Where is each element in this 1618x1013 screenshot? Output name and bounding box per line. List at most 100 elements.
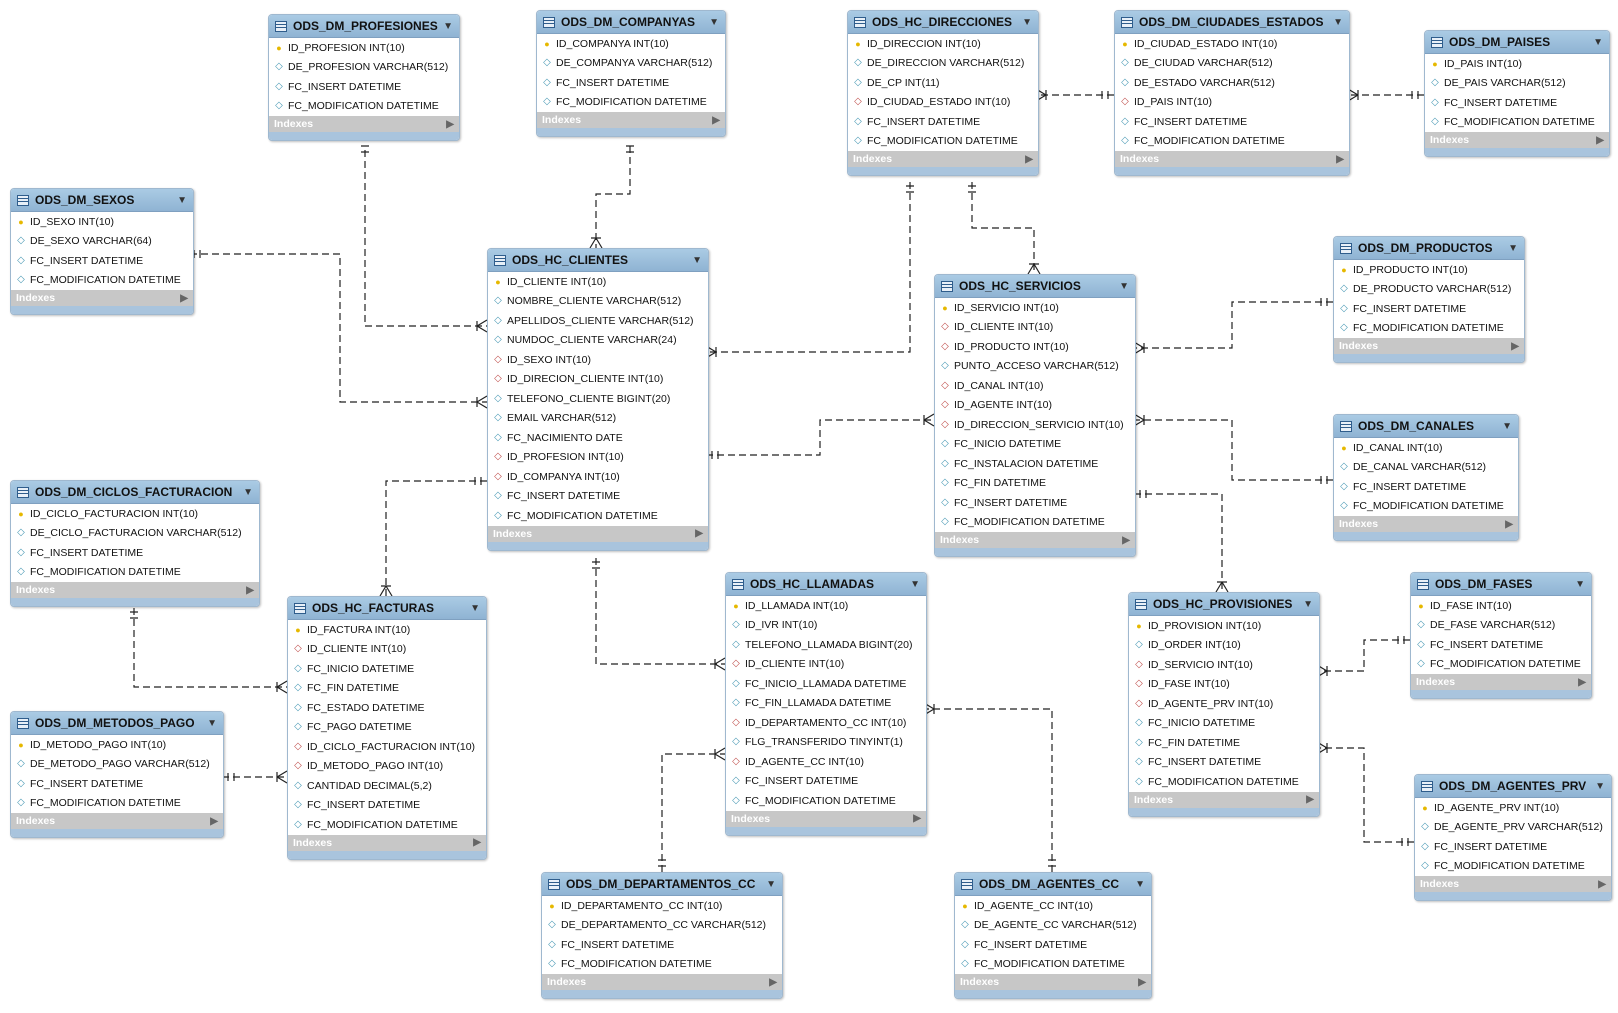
column-row[interactable]: ◇FC_INICIO_LLAMADA DATETIME [726,674,926,694]
triangle-right-icon[interactable]: ▶ [246,584,254,596]
column-row[interactable]: ◇ID_AGENTE_CC INT(10) [726,752,926,772]
column-row[interactable]: ◇FLG_TRANSFERIDO TINYINT(1) [726,733,926,753]
indexes-bar[interactable]: Indexes▶ [11,813,223,829]
column-row[interactable]: ◇DE_PRODUCTO VARCHAR(512) [1334,280,1524,300]
column-row[interactable]: ◇DE_ESTADO VARCHAR(512) [1115,73,1349,93]
column-row[interactable]: ◇FC_FIN DATETIME [288,679,486,699]
column-row[interactable]: ●ID_FACTURA INT(10) [288,620,486,640]
triangle-down-icon[interactable]: ▼ [1593,36,1603,48]
column-row[interactable]: ◇FC_FIN_LLAMADA DATETIME [726,694,926,714]
column-row[interactable]: ◇ID_AGENTE INT(10) [935,396,1135,416]
column-row[interactable]: ◇FC_PAGO DATETIME [288,718,486,738]
column-row[interactable]: ◇FC_MODIFICATION DATETIME [1129,772,1319,792]
indexes-bar[interactable]: Indexes▶ [955,974,1151,990]
triangle-down-icon[interactable]: ▼ [1135,878,1145,890]
column-row[interactable]: ●ID_SERVICIO INT(10) [935,298,1135,318]
column-row[interactable]: ◇FC_INSERT DATETIME [488,487,708,507]
triangle-right-icon[interactable]: ▶ [712,114,720,126]
triangle-right-icon[interactable]: ▶ [1138,976,1146,988]
column-row[interactable]: ◇ID_METODO_PAGO INT(10) [288,757,486,777]
indexes-bar[interactable]: Indexes▶ [11,290,193,306]
triangle-down-icon[interactable]: ▼ [1502,420,1512,432]
column-row[interactable]: ◇ID_CANAL INT(10) [935,376,1135,396]
table-header[interactable]: ODS_DM_AGENTES_CC▼ [955,873,1151,896]
column-row[interactable]: ◇FC_MODIFICATION DATETIME [488,506,708,526]
column-row[interactable]: ◇ID_PRODUCTO INT(10) [935,337,1135,357]
table-ods-hc-clientes[interactable]: ODS_HC_CLIENTES▼●ID_CLIENTE INT(10)◇NOMB… [487,248,709,551]
table-ods-hc-servicios[interactable]: ODS_HC_SERVICIOS▼●ID_SERVICIO INT(10)◇ID… [934,274,1136,557]
column-row[interactable]: ◇FC_INICIO DATETIME [1129,714,1319,734]
table-header[interactable]: ODS_DM_METODOS_PAGO▼ [11,712,223,735]
triangle-right-icon[interactable]: ▶ [695,528,703,539]
column-row[interactable]: ●ID_FASE INT(10) [1411,596,1591,616]
column-row[interactable]: ◇ID_FASE INT(10) [1129,675,1319,695]
column-row[interactable]: ◇FC_INSERT DATETIME [537,73,725,93]
column-row[interactable]: ◇ID_CLIENTE INT(10) [935,318,1135,338]
triangle-down-icon[interactable]: ▼ [1119,280,1129,292]
column-row[interactable]: ◇FC_MODIFICATION DATETIME [1425,113,1609,133]
column-row[interactable]: ◇DE_METODO_PAGO VARCHAR(512) [11,755,223,775]
column-row[interactable]: ◇DE_CICLO_FACTURACION VARCHAR(512) [11,524,259,544]
column-row[interactable]: ●ID_CICLO_FACTURACION INT(10) [11,504,259,524]
column-row[interactable]: ●ID_PAIS INT(10) [1425,54,1609,74]
column-row[interactable]: ◇FC_NACIMIENTO DATE [488,428,708,448]
column-row[interactable]: ◇FC_MODIFICATION DATETIME [537,93,725,113]
column-row[interactable]: ◇DE_FASE VARCHAR(512) [1411,616,1591,636]
indexes-bar[interactable]: Indexes▶ [11,582,259,598]
column-row[interactable]: ◇FC_INSERT DATETIME [11,251,193,271]
indexes-bar[interactable]: Indexes▶ [1115,151,1349,167]
triangle-down-icon[interactable]: ▼ [177,194,187,206]
column-row[interactable]: ◇ID_IVR INT(10) [726,616,926,636]
triangle-down-icon[interactable]: ▼ [1595,780,1605,792]
table-ods-dm-profesiones[interactable]: ODS_DM_PROFESIONES▼●ID_PROFESION INT(10)… [268,14,460,141]
table-header[interactable]: ODS_DM_PAISES▼ [1425,31,1609,54]
triangle-down-icon[interactable]: ▼ [443,20,453,32]
table-header[interactable]: ODS_DM_COMPANYAS▼ [537,11,725,34]
column-row[interactable]: ◇TELEFONO_CLIENTE BIGINT(20) [488,389,708,409]
column-row[interactable]: ◇PUNTO_ACCESO VARCHAR(512) [935,357,1135,377]
column-row[interactable]: ◇DE_DEPARTAMENTO_CC VARCHAR(512) [542,916,782,936]
triangle-down-icon[interactable]: ▼ [1022,16,1032,28]
triangle-down-icon[interactable]: ▼ [709,16,719,28]
table-ods-hc-llamadas[interactable]: ODS_HC_LLAMADAS▼●ID_LLAMADA INT(10)◇ID_I… [725,572,927,836]
indexes-bar[interactable]: Indexes▶ [1425,132,1609,148]
column-row[interactable]: ◇FC_MODIFICATION DATETIME [542,955,782,975]
column-row[interactable]: ●ID_PROFESION INT(10) [269,38,459,58]
column-row[interactable]: ◇FC_MODIFICATION DATETIME [848,132,1038,152]
column-row[interactable]: ◇FC_INSTALACION DATETIME [935,454,1135,474]
indexes-bar[interactable]: Indexes▶ [1411,674,1591,690]
column-row[interactable]: ◇FC_MODIFICATION DATETIME [955,955,1151,975]
column-row[interactable]: ◇FC_INSERT DATETIME [848,112,1038,132]
column-row[interactable]: ◇FC_INSERT DATETIME [11,774,223,794]
column-row[interactable]: ●ID_METODO_PAGO INT(10) [11,735,223,755]
table-header[interactable]: ODS_HC_SERVICIOS▼ [935,275,1135,298]
column-row[interactable]: ◇FC_MODIFICATION DATETIME [1411,655,1591,675]
column-row[interactable]: ◇FC_INICIO DATETIME [935,435,1135,455]
column-row[interactable]: ◇DE_CP INT(11) [848,73,1038,93]
column-row[interactable]: ◇FC_INSERT DATETIME [1334,477,1518,497]
triangle-down-icon[interactable]: ▼ [470,602,480,614]
column-row[interactable]: ●ID_AGENTE_CC INT(10) [955,896,1151,916]
column-row[interactable]: ◇FC_MODIFICATION DATETIME [11,794,223,814]
column-row[interactable]: ◇FC_FIN DATETIME [935,474,1135,494]
table-ods-dm-fases[interactable]: ODS_DM_FASES▼●ID_FASE INT(10)◇DE_FASE VA… [1410,572,1592,699]
column-row[interactable]: ◇DE_AGENTE_CC VARCHAR(512) [955,916,1151,936]
column-row[interactable]: ◇CANTIDAD DECIMAL(5,2) [288,776,486,796]
column-row[interactable]: ◇FC_MODIFICATION DATETIME [11,563,259,583]
column-row[interactable]: ◇ID_DIRECCION_SERVICIO INT(10) [935,415,1135,435]
column-row[interactable]: ◇FC_MODIFICATION DATETIME [726,791,926,811]
triangle-right-icon[interactable]: ▶ [1578,676,1586,688]
indexes-bar[interactable]: Indexes▶ [726,810,926,827]
column-row[interactable]: ◇FC_INICIO DATETIME [288,659,486,679]
column-row[interactable]: ◇FC_MODIFICATION DATETIME [1415,857,1611,877]
column-row[interactable]: ◇ID_CLIENTE INT(10) [288,640,486,660]
triangle-down-icon[interactable]: ▼ [1575,578,1585,590]
column-row[interactable]: ◇DE_CANAL VARCHAR(512) [1334,458,1518,478]
triangle-down-icon[interactable]: ▼ [910,578,920,590]
triangle-right-icon[interactable]: ▶ [180,292,188,304]
column-row[interactable]: ◇ID_SEXO INT(10) [488,350,708,370]
column-row[interactable]: ◇ID_CIUDAD_ESTADO INT(10) [848,93,1038,113]
column-row[interactable]: ◇APELLIDOS_CLIENTE VARCHAR(512) [488,311,708,331]
column-row[interactable]: ◇TELEFONO_LLAMADA BIGINT(20) [726,635,926,655]
triangle-down-icon[interactable]: ▼ [766,878,776,890]
